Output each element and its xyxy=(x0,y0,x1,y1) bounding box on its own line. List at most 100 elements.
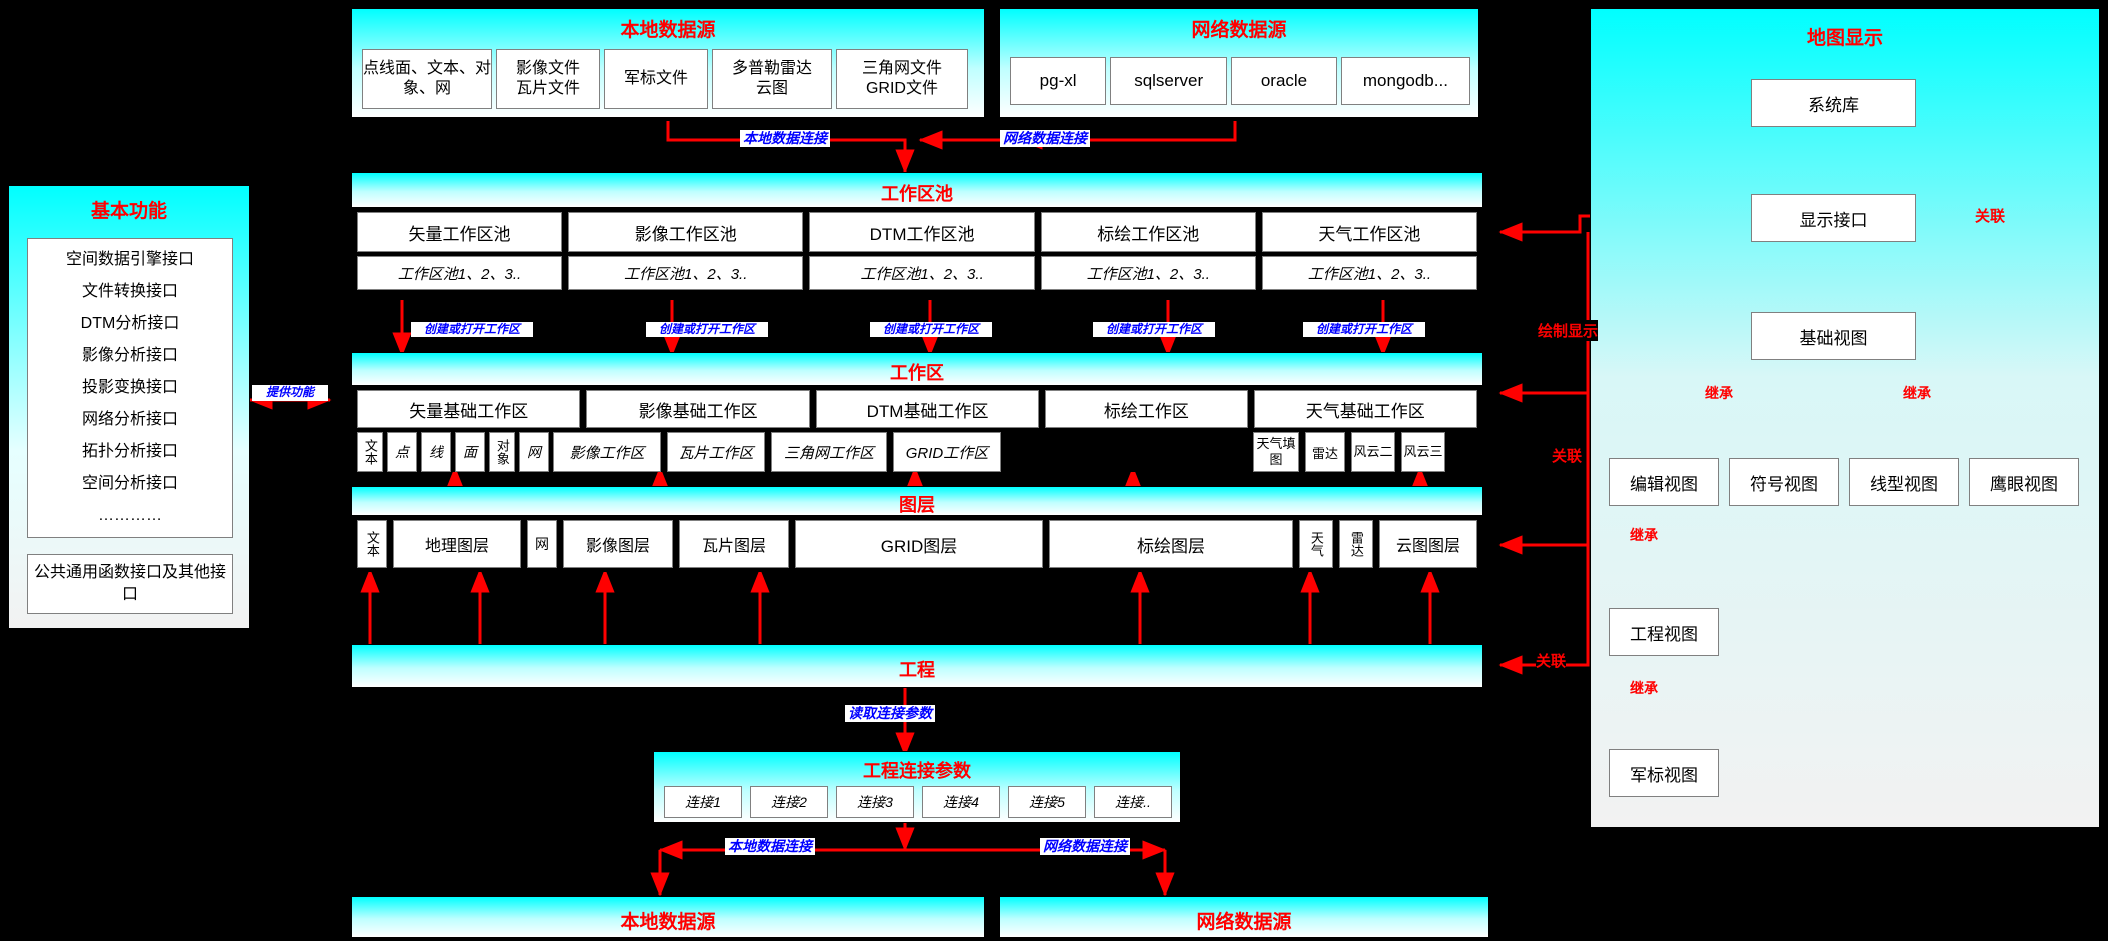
network-data-source-title: 网络数据源 xyxy=(1191,20,1287,41)
project-view-node[interactable]: 工程视图 xyxy=(1609,608,1719,656)
display-interface-node[interactable]: 显示接口 xyxy=(1751,194,1916,242)
edge-label-inherit-project: 继承 xyxy=(1630,527,1658,543)
workspace-col[interactable]: 天气基础工作区 xyxy=(1253,390,1478,428)
ws-small[interactable]: 点 xyxy=(387,432,417,472)
bottom-local-source-panel: 本地数据源 xyxy=(351,896,985,938)
basic-function-item: 文件转换接口 xyxy=(81,283,178,300)
pool-col[interactable]: 矢量工作区池 xyxy=(357,212,562,252)
edge-label-create-open: 创建或打开工作区 xyxy=(1303,322,1425,337)
edge-label-bottom-local-conn: 本地数据连接 xyxy=(725,838,815,855)
layer-item[interactable]: 瓦片图层 xyxy=(679,520,789,568)
conn-item[interactable]: 连接4 xyxy=(922,786,1000,818)
layer-item[interactable]: 标绘图层 xyxy=(1049,520,1293,568)
local-source-item[interactable]: 多普勒雷达 云图 xyxy=(712,49,832,109)
edge-label-relate-project: 关联 xyxy=(1536,650,1567,671)
ws-small[interactable]: 网 xyxy=(519,432,549,472)
edge-label-create-open: 创建或打开工作区 xyxy=(411,322,533,337)
project-title: 工程 xyxy=(899,660,935,680)
layers-panel: 图层 文本 地理图层 网 影像图层 瓦片图层 GRID图层 标绘图层 天气 雷达… xyxy=(351,486,1483,572)
edge-label-draw-display: 绘制显示 xyxy=(1538,320,1599,341)
conn-item[interactable]: 连接2 xyxy=(750,786,828,818)
conn-item[interactable]: 连接3 xyxy=(836,786,914,818)
local-source-item[interactable]: 影像文件 瓦片文件 xyxy=(496,49,600,109)
basic-function-item: 网络分析接口 xyxy=(81,411,178,428)
layer-item[interactable]: 雷达 xyxy=(1339,520,1373,568)
basic-function-item: 拓扑分析接口 xyxy=(81,443,178,460)
edge-label-net-conn: 网络数据连接 xyxy=(1000,130,1090,147)
layers-title: 图层 xyxy=(899,495,935,515)
edit-view-node[interactable]: 编辑视图 xyxy=(1609,458,1719,506)
ws-small[interactable]: 面 xyxy=(455,432,485,472)
workspace-col[interactable]: 矢量基础工作区 xyxy=(357,390,581,428)
pool-sub[interactable]: 工作区池1、2、3.. xyxy=(1261,256,1477,290)
net-source-item[interactable]: oracle xyxy=(1231,57,1337,105)
conn-item[interactable]: 连接5 xyxy=(1008,786,1086,818)
edge-label-inherit-left: 继承 xyxy=(1705,385,1733,401)
ws-small[interactable]: 文本 xyxy=(357,432,383,472)
ws-small[interactable]: 风云三 xyxy=(1401,432,1445,472)
project-panel: 工程 xyxy=(351,644,1483,688)
ws-small[interactable]: GRID工作区 xyxy=(893,432,1001,472)
layer-item[interactable]: 天气 xyxy=(1299,520,1333,568)
pool-col[interactable]: 标绘工作区池 xyxy=(1040,212,1256,252)
layer-item[interactable]: 文本 xyxy=(357,520,387,568)
basic-function-item: DTM分析接口 xyxy=(80,315,180,332)
ws-small[interactable]: 雷达 xyxy=(1305,432,1345,472)
edge-label-create-open: 创建或打开工作区 xyxy=(870,322,992,337)
map-display-panel: 地图显示 系统库 显示接口 基础视图 编辑视图 符号视图 线型视图 鹰眼视图 工… xyxy=(1590,8,2100,828)
layer-item[interactable]: 云图图层 xyxy=(1379,520,1477,568)
local-source-item[interactable]: 军标文件 xyxy=(604,49,708,109)
bottom-net-source-title: 网络数据源 xyxy=(1196,912,1292,933)
pool-col[interactable]: DTM工作区池 xyxy=(809,212,1035,252)
network-data-source-panel: 网络数据源 pg-xl sqlserver oracle mongodb... xyxy=(999,8,1479,118)
local-source-item[interactable]: 三角网文件 GRID文件 xyxy=(836,49,968,109)
base-view-node[interactable]: 基础视图 xyxy=(1751,312,1916,360)
pool-sub[interactable]: 工作区池1、2、3.. xyxy=(809,256,1035,290)
symbol-view-node[interactable]: 符号视图 xyxy=(1729,458,1839,506)
connection-params-panel: 工程连接参数 连接1 连接2 连接3 连接4 连接5 连接.. xyxy=(653,751,1181,823)
eagle-view-node[interactable]: 鹰眼视图 xyxy=(1969,458,2079,506)
pool-col[interactable]: 天气工作区池 xyxy=(1261,212,1477,252)
system-lib-node[interactable]: 系统库 xyxy=(1751,79,1916,127)
net-source-item[interactable]: sqlserver xyxy=(1110,57,1228,105)
bottom-net-source-panel: 网络数据源 xyxy=(999,896,1489,938)
layer-item[interactable]: 影像图层 xyxy=(563,520,673,568)
ws-small[interactable]: 天气填图 xyxy=(1253,432,1299,472)
line-view-node[interactable]: 线型视图 xyxy=(1849,458,1959,506)
workspace-col[interactable]: 影像基础工作区 xyxy=(586,390,810,428)
layer-item[interactable]: 地理图层 xyxy=(393,520,521,568)
net-source-item[interactable]: mongodb... xyxy=(1340,57,1470,105)
basic-function-item: 投影变换接口 xyxy=(81,379,178,396)
basic-function-item: ………… xyxy=(97,507,162,524)
workspace-title: 工作区 xyxy=(890,363,944,383)
workspace-col[interactable]: DTM基础工作区 xyxy=(815,390,1040,428)
ws-small[interactable]: 风云二 xyxy=(1351,432,1395,472)
pool-sub[interactable]: 工作区池1、2、3.. xyxy=(567,256,804,290)
conn-item[interactable]: 连接1 xyxy=(664,786,742,818)
edge-label-read-conn: 读取连接参数 xyxy=(845,705,935,722)
pool-sub[interactable]: 工作区池1、2、3.. xyxy=(357,256,562,290)
layer-item[interactable]: 网 xyxy=(527,520,557,568)
ws-small[interactable]: 瓦片工作区 xyxy=(667,432,765,472)
pool-col[interactable]: 影像工作区池 xyxy=(567,212,804,252)
ws-small[interactable]: 影像工作区 xyxy=(553,432,661,472)
ws-small[interactable]: 对象 xyxy=(489,432,515,472)
pool-sub[interactable]: 工作区池1、2、3.. xyxy=(1040,256,1256,290)
conn-item[interactable]: 连接.. xyxy=(1094,786,1172,818)
ws-small[interactable]: 线 xyxy=(421,432,451,472)
local-source-item[interactable]: 点线面、文本、对象、网 xyxy=(362,49,492,109)
workspace-col[interactable]: 标绘工作区 xyxy=(1045,390,1248,428)
local-data-source-title: 本地数据源 xyxy=(620,20,716,41)
basic-function-item: 空间数据引擎接口 xyxy=(65,251,194,268)
edge-label-inherit-right: 继承 xyxy=(1903,385,1931,401)
net-source-item[interactable]: pg-xl xyxy=(1010,57,1107,105)
common-interface-box[interactable]: 公共通用函数接口及其他接口 xyxy=(27,554,233,614)
ws-small[interactable]: 三角网工作区 xyxy=(771,432,887,472)
milmark-view-node[interactable]: 军标视图 xyxy=(1609,749,1719,797)
workspace-panel: 工作区 矢量基础工作区 影像基础工作区 DTM基础工作区 标绘工作区 天气基础工… xyxy=(351,352,1483,472)
layer-item[interactable]: GRID图层 xyxy=(795,520,1043,568)
edge-label-relate-left: 关联 xyxy=(1552,445,1583,466)
workspace-pool-panel: 工作区池 矢量工作区池 影像工作区池 DTM工作区池 标绘工作区池 天气工作区池… xyxy=(351,172,1483,300)
